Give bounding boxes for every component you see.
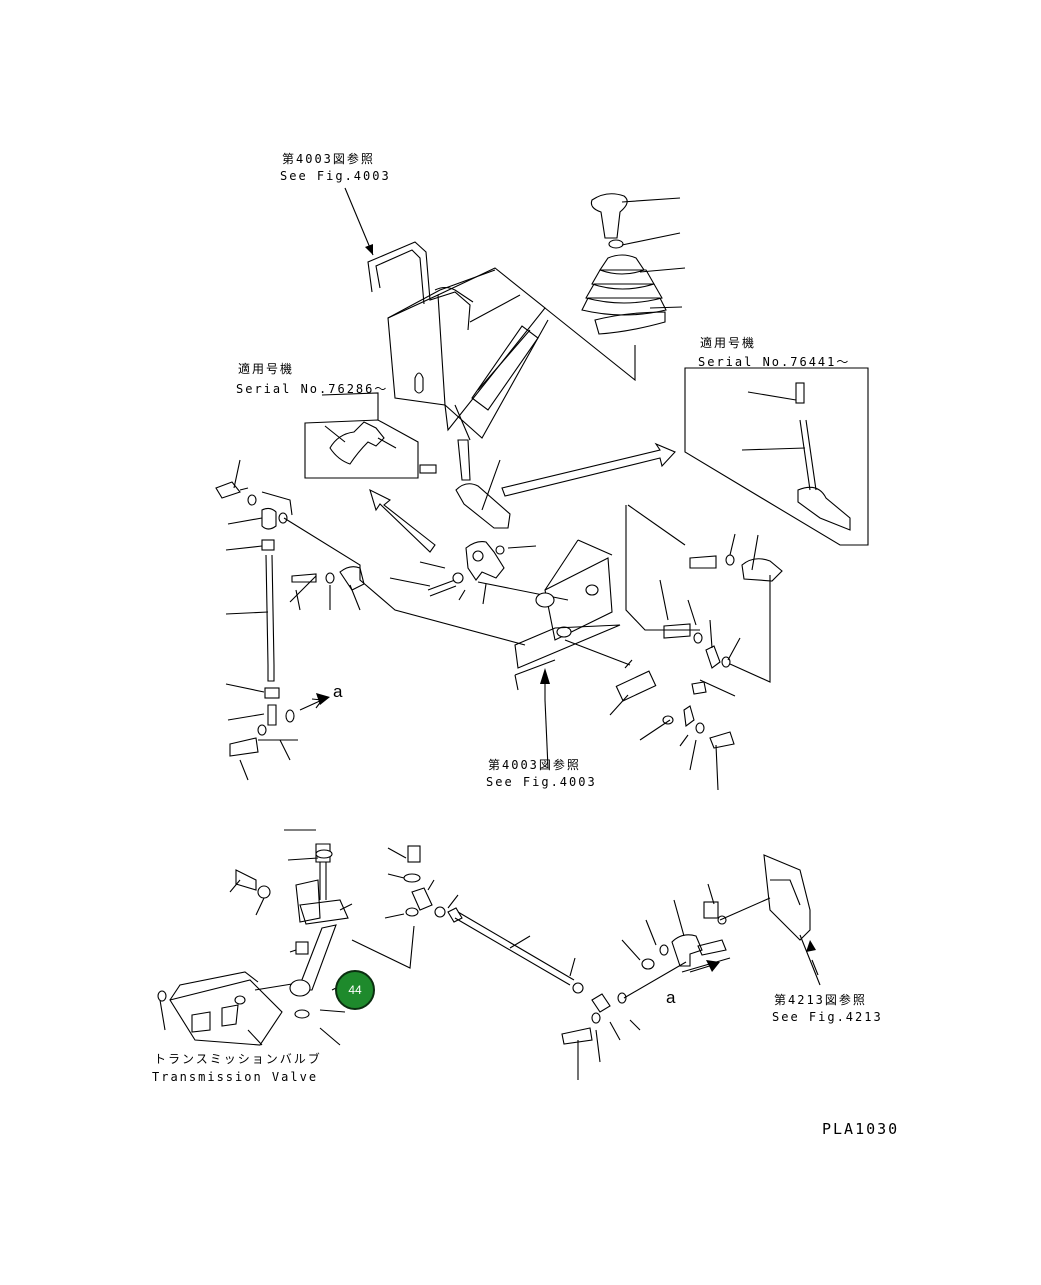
lower-center-linkage — [384, 845, 687, 1080]
left-rod — [215, 459, 526, 781]
arrows — [299, 442, 720, 973]
ref-label-en-mid: See Fig.4003 — [486, 775, 597, 789]
serial-label-en-left: Serial No.76286～ — [236, 382, 389, 396]
ref-label-jp-4213: 第4213図参照 — [774, 993, 867, 1007]
callout-number: 44 — [348, 983, 362, 997]
right-lower-linkage — [621, 854, 821, 986]
serial-box-left — [304, 392, 419, 479]
serial-label-jp-left: 適用号機 — [238, 362, 295, 376]
center-linkage — [389, 439, 569, 605]
ref-label-jp-top: 第4003図参照 — [282, 152, 375, 166]
part-callout-44[interactable]: 44 — [335, 970, 375, 1010]
serial-box-right — [684, 367, 869, 546]
knob-and-boot — [581, 193, 686, 335]
ref-pointer-mid — [540, 668, 550, 769]
valve-label-jp: トランスミッションバルブ — [154, 1052, 322, 1066]
valve-label-en: Transmission Valve — [152, 1070, 319, 1084]
view-a-label-lower: a — [666, 988, 677, 1007]
drawing-code: PLA1030 — [822, 1120, 900, 1138]
lever-console — [344, 187, 636, 441]
ref-label-en-4213: See Fig.4213 — [772, 1010, 883, 1024]
serial-label-en-right: Serial No.76441～ — [698, 355, 851, 369]
serial-label-jp-right: 適用号機 — [700, 336, 757, 350]
ref-label-jp-mid: 第4003図参照 — [488, 758, 581, 772]
lower-left-linkage — [229, 829, 415, 1046]
ref-label-en-top: See Fig.4003 — [280, 169, 391, 183]
right-upper-linkage — [609, 533, 783, 791]
view-a-label-upper: a — [333, 682, 344, 701]
transmission-valve — [157, 971, 283, 1046]
bracket-assembly — [514, 504, 700, 702]
